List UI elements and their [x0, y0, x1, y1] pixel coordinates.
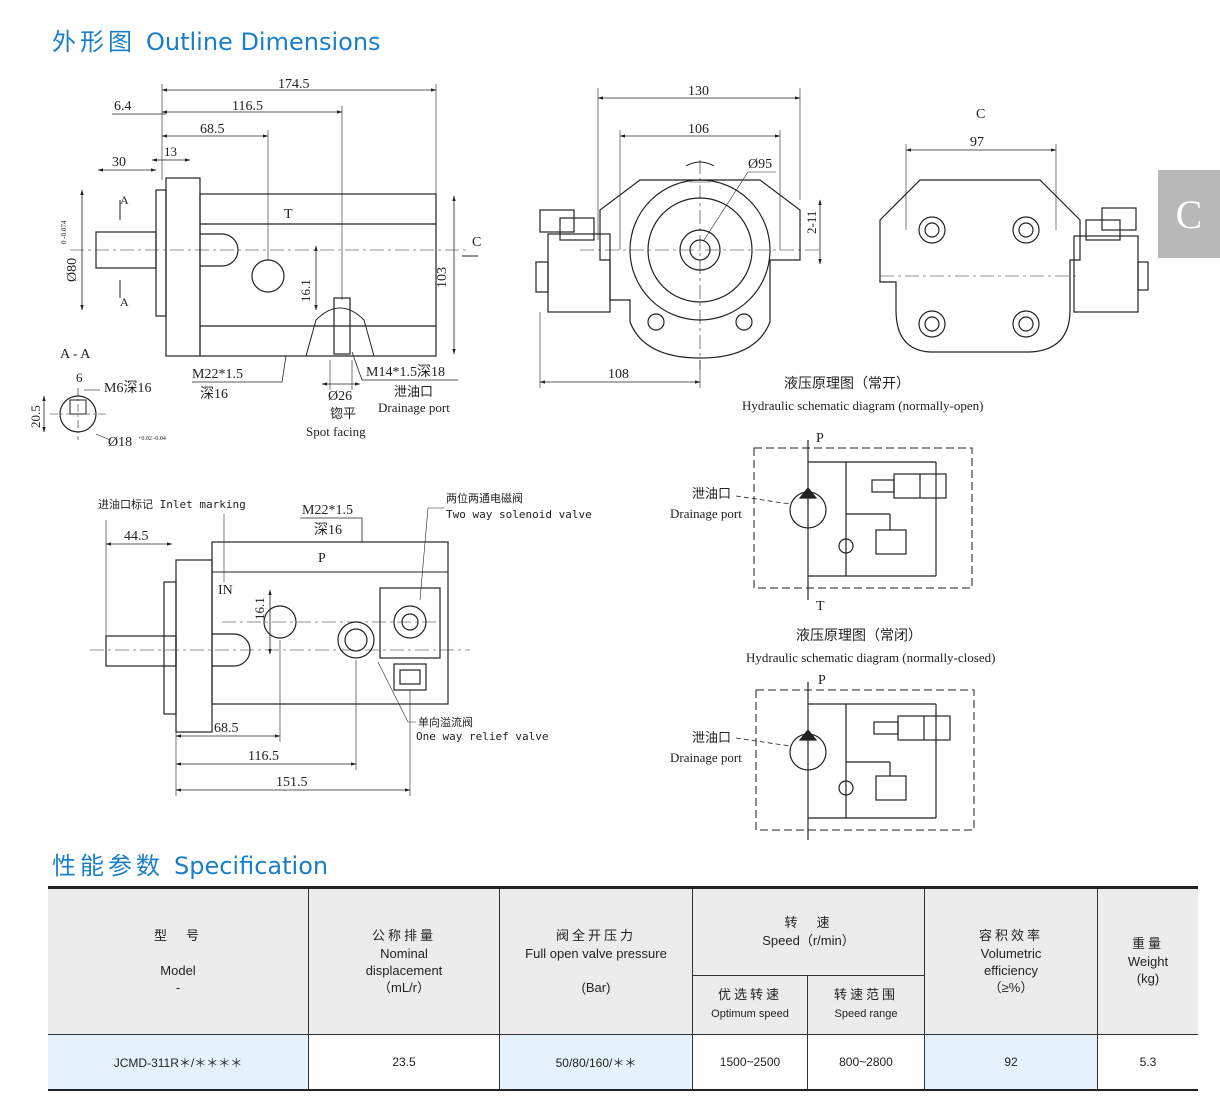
- schematic-open-cn: 液压原理图（常开）: [784, 376, 910, 392]
- shaft-dia: Ø80: [65, 258, 80, 282]
- solenoid-valve-en: Two way solenoid valve: [446, 508, 592, 521]
- dim-16-1: 16.1: [298, 279, 313, 302]
- front-view: [70, 84, 478, 390]
- rear-view: [879, 144, 1149, 353]
- table-row: JCMD-311R＊/＊＊＊＊ 23.5 50/80/160/＊＊ 1500~2…: [48, 1034, 1198, 1091]
- dim-6-4: 6.4: [114, 99, 132, 114]
- schematic-open-drain-en: Drainage port: [670, 506, 742, 521]
- top-dim-16-1: 16.1: [252, 597, 267, 620]
- schematic-closed-labels: 液压原理图（常闭） Hydraulic schematic diagram (n…: [670, 628, 995, 765]
- drain-port-cn: 泄油口: [394, 384, 433, 399]
- relief-valve-cn: 单向溢流阀: [418, 715, 473, 729]
- dim-103: 103: [435, 267, 450, 288]
- top-m22-thread: M22*1.5: [302, 503, 353, 518]
- section-tab-c: C: [1158, 170, 1220, 258]
- dim-68-5: 68.5: [200, 122, 225, 137]
- col-speed-range: 转速范围 Speed range: [807, 975, 925, 1035]
- section-aa-title: A - A: [60, 347, 91, 362]
- schematic-open-en: Hydraulic schematic diagram (normally-op…: [742, 398, 984, 413]
- solenoid-valve-cn: 两位两通电磁阀: [446, 491, 523, 505]
- dim-108: 108: [608, 367, 629, 382]
- section-aa: [42, 388, 111, 441]
- t-port-label: T: [284, 207, 293, 222]
- top-dim-68-5: 68.5: [214, 721, 239, 736]
- rear-view-labels: C 97: [970, 107, 985, 150]
- schematic-closed-drain-en: Drainage port: [670, 750, 742, 765]
- col-efficiency: 容积效率 Volumetric efficiency （≥%）: [924, 886, 1098, 1035]
- section-dim-18: Ø18: [108, 435, 132, 450]
- drain-port-en: Drainage port: [378, 400, 450, 415]
- schematic-closed-drain-cn: 泄油口: [692, 730, 731, 745]
- cell-optimum-speed: 1500~2500: [692, 1034, 808, 1091]
- section-m6: M6深16: [104, 380, 151, 396]
- dim-116-5: 116.5: [232, 99, 263, 114]
- m22-depth: 深16: [200, 386, 228, 402]
- schematic-normally-closed: [735, 682, 975, 840]
- dim-30: 30: [112, 155, 126, 170]
- schematic-open-labels: 液压原理图（常开） Hydraulic schematic diagram (n…: [670, 376, 984, 614]
- schematic-normally-open: [735, 440, 973, 600]
- relief-valve-en: One way relief valve: [416, 730, 548, 743]
- shaft-tolerance: 0 -0.074: [60, 220, 68, 244]
- dim-13: 13: [164, 144, 177, 159]
- m14-thread: M14*1.5深18: [366, 364, 445, 380]
- top-dim-116-5: 116.5: [248, 749, 279, 764]
- dim-106: 106: [688, 122, 709, 137]
- in-label: IN: [218, 583, 233, 598]
- spot-dia: Ø26: [328, 389, 352, 404]
- dim-130: 130: [688, 84, 709, 99]
- rear-c-label: C: [976, 107, 985, 122]
- end-view-labels: 130 106 Ø95 2-11 108: [608, 84, 819, 382]
- section-dim-6: 6: [76, 370, 83, 385]
- front-view-labels: 174.5 116.5 68.5 6.4 30 13 103 16.1 Ø80 …: [60, 77, 481, 439]
- cell-displacement: 23.5: [308, 1034, 500, 1091]
- top-dim-151-5: 151.5: [276, 775, 308, 790]
- technical-drawing: 174.5 116.5 68.5 6.4 30 13 103 16.1 Ø80 …: [28, 77, 1149, 840]
- cell-speed-range: 800~2800: [807, 1034, 925, 1091]
- dim-174-5: 174.5: [278, 77, 310, 92]
- section-aa-labels: A - A 6 M6深16 20.5 Ø18 +0.02 -0.04: [28, 347, 166, 450]
- schematic-closed-en: Hydraulic schematic diagram (normally-cl…: [746, 650, 995, 665]
- dim-95: Ø95: [748, 157, 772, 172]
- top-p-label: P: [318, 551, 326, 566]
- top-view: [90, 507, 470, 796]
- dim-44-5: 44.5: [124, 529, 149, 544]
- inlet-marking: 进油口标记 Inlet marking: [98, 497, 246, 511]
- dim-2-11: 2-11: [804, 211, 819, 234]
- cell-efficiency: 92: [924, 1034, 1098, 1091]
- top-m22-depth: 深16: [314, 522, 342, 538]
- dim-97: 97: [970, 135, 984, 150]
- col-optimum-speed: 优选转速 Optimum speed: [692, 975, 808, 1035]
- schematic-open-t: T: [816, 599, 825, 614]
- cell-model: JCMD-311R＊/＊＊＊＊: [48, 1034, 309, 1091]
- cell-pressure: 50/80/160/＊＊: [499, 1034, 693, 1091]
- col-speed: 转 速 Speed（r/min）: [692, 886, 925, 976]
- col-displacement: 公称排量 Nominal displacement （mL/r）: [308, 886, 500, 1035]
- schematic-open-p: P: [816, 431, 824, 446]
- cell-weight: 5.3: [1097, 1034, 1198, 1091]
- spec-table: 型 号 Model - 公称排量 Nominal displacement （m…: [48, 886, 1198, 1091]
- col-weight: 重量 Weight (kg): [1097, 886, 1198, 1035]
- section-mark-top: A: [120, 193, 129, 207]
- spot-facing-cn: 锪平: [330, 406, 356, 421]
- col-model: 型 号 Model -: [48, 886, 309, 1035]
- spot-facing-en: Spot facing: [306, 424, 366, 439]
- top-view-labels: 进油口标记 Inlet marking M22*1.5 深16 两位两通电磁阀 …: [98, 491, 592, 790]
- schematic-open-drain-cn: 泄油口: [692, 486, 731, 501]
- end-view: [535, 88, 822, 388]
- c-view-label: C: [472, 235, 481, 250]
- section-tol-18: +0.02 -0.04: [138, 436, 166, 442]
- schematic-closed-cn: 液压原理图（常闭）: [796, 628, 922, 644]
- section-mark-bottom: A: [120, 295, 129, 309]
- col-pressure: 阀全开压力 Full open valve pressure (Bar): [499, 886, 693, 1035]
- schematic-closed-p: P: [818, 673, 826, 688]
- m22-thread: M22*1.5: [192, 367, 243, 382]
- section-dim-20-5: 20.5: [28, 405, 43, 428]
